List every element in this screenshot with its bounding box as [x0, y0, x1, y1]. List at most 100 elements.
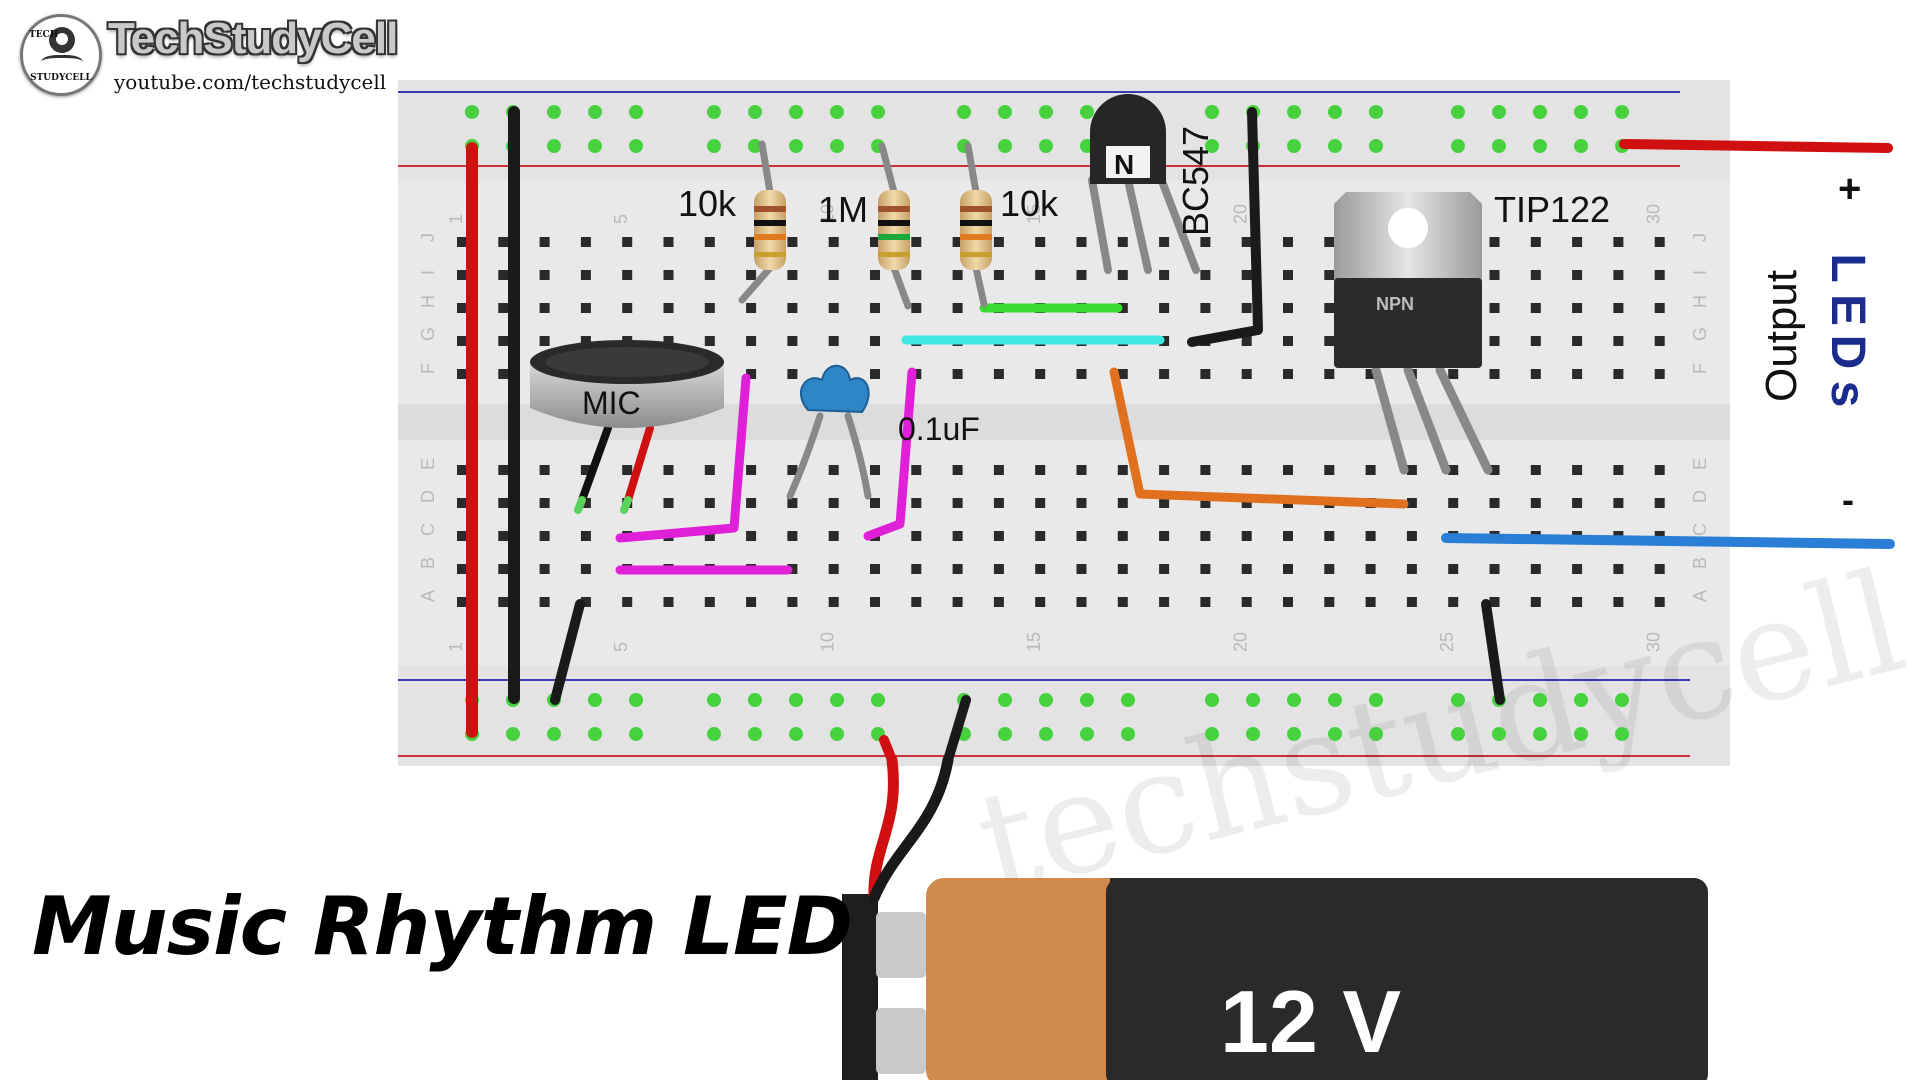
breadboard-hole: [911, 531, 922, 541]
breadboard-hole: [746, 270, 757, 280]
rail-hole: [1246, 727, 1260, 741]
breadboard-hole: [1159, 597, 1170, 607]
row-letter: I: [418, 270, 438, 275]
breadboard-hole: [1200, 498, 1211, 508]
rail-hole: [1369, 139, 1383, 153]
rail-hole: [1287, 139, 1301, 153]
breadboard-hole: [911, 303, 922, 313]
column-number: 30: [1644, 632, 1664, 652]
breadboard-hole: [870, 369, 880, 379]
breadboard-hole: [663, 270, 674, 280]
row-letter: H: [1690, 295, 1710, 308]
black-ground-link-left: [550, 599, 585, 705]
rail-hole: [1369, 693, 1383, 707]
breadboard-hole: [1530, 336, 1541, 346]
breadboard-hole: [993, 237, 1004, 247]
rail-hole: [1451, 693, 1465, 707]
breadboard-hole: [1035, 498, 1046, 508]
breadboard-hole: [1117, 531, 1128, 541]
output-plus: +: [1838, 167, 1861, 211]
rail-hole: [1492, 105, 1506, 119]
breadboard-hole: [746, 303, 757, 313]
breadboard-hole: [1117, 270, 1128, 280]
breadboard-hole: [1324, 597, 1335, 607]
rail-hole: [1080, 105, 1094, 119]
breadboard-hole: [787, 465, 798, 475]
rail-hole: [629, 105, 643, 119]
channel-logo: TECH STUDYCELL: [20, 14, 102, 96]
rail-hole: [1369, 727, 1383, 741]
breadboard-hole: [1035, 369, 1046, 379]
rail-hole: [1287, 105, 1301, 119]
breadboard-hole: [1489, 237, 1500, 247]
breadboard-hole: [1530, 597, 1541, 607]
breadboard-hole: [1241, 237, 1252, 247]
rail-hole: [748, 727, 762, 741]
breadboard-hole: [911, 597, 922, 607]
breadboard-hole: [1076, 270, 1087, 280]
breadboard-hole: [498, 369, 509, 379]
breadboard-hole: [1241, 531, 1252, 541]
breadboard-hole: [952, 303, 963, 313]
channel-name: TechStudyCell: [108, 14, 398, 63]
breadboard-hole: [1530, 465, 1541, 475]
breadboard-hole: [1654, 303, 1665, 313]
row-letter: E: [1690, 458, 1710, 470]
breadboard-hole: [870, 597, 880, 607]
breadboard-hole: [870, 564, 880, 574]
rail-hole: [998, 727, 1012, 741]
breadboard-hole: [1613, 336, 1624, 346]
bc547-label: BC547: [1175, 126, 1216, 236]
rail-hole: [707, 139, 721, 153]
channel-url: youtube.com/techstudycell: [114, 70, 387, 94]
rail-hole: [1369, 105, 1383, 119]
rail-hole: [629, 139, 643, 153]
rail-hole: [830, 693, 844, 707]
rail-hole: [588, 139, 602, 153]
rail-hole: [871, 105, 885, 119]
column-number: 10: [818, 204, 838, 224]
rail-hole: [998, 139, 1012, 153]
breadboard-hole: [1654, 597, 1665, 607]
breadboard-hole: [1200, 531, 1211, 541]
column-number: 20: [1231, 632, 1251, 652]
row-letter: F: [1690, 363, 1710, 374]
breadboard-hole: [457, 564, 467, 574]
breadboard-hole: [828, 237, 839, 247]
breadboard-hole: [539, 564, 550, 574]
breadboard-hole: [1076, 237, 1087, 247]
breadboard-hole: [787, 597, 798, 607]
breadboard-hole: [539, 465, 550, 475]
orange-jumper: [1109, 367, 1409, 509]
rail-hole: [789, 693, 803, 707]
rail-hole: [588, 727, 602, 741]
breadboard-hole: [580, 564, 591, 574]
breadboard-hole: [1035, 531, 1046, 541]
breadboard-hole: [952, 597, 963, 607]
breadboard-hole: [1117, 369, 1128, 379]
rail-hole: [1451, 727, 1465, 741]
breadboard-hole: [539, 597, 550, 607]
breadboard-hole: [952, 564, 963, 574]
breadboard-hole: [498, 336, 509, 346]
breadboard-hole: [993, 465, 1004, 475]
breadboard-hole: [1283, 369, 1293, 379]
breadboard-hole: [580, 270, 591, 280]
mic-label: MIC: [582, 385, 641, 421]
rail-hole: [629, 693, 643, 707]
breadboard-hole: [911, 564, 922, 574]
logo-top-text: TECH: [29, 30, 59, 40]
breadboard-hole: [1324, 531, 1335, 541]
breadboard-hole: [828, 465, 839, 475]
resistor-1m-label: 1M: [818, 189, 868, 230]
breadboard-hole: [580, 498, 591, 508]
breadboard-hole: [1572, 564, 1583, 574]
rail-hole: [1121, 693, 1135, 707]
breadboard-hole: [622, 237, 633, 247]
magenta-jumper-3: [863, 367, 917, 541]
breadboard-hole: [1406, 531, 1417, 541]
row-letter: A: [1690, 590, 1710, 602]
breadboard-hole: [1200, 465, 1211, 475]
breadboard-hole: [1241, 498, 1252, 508]
